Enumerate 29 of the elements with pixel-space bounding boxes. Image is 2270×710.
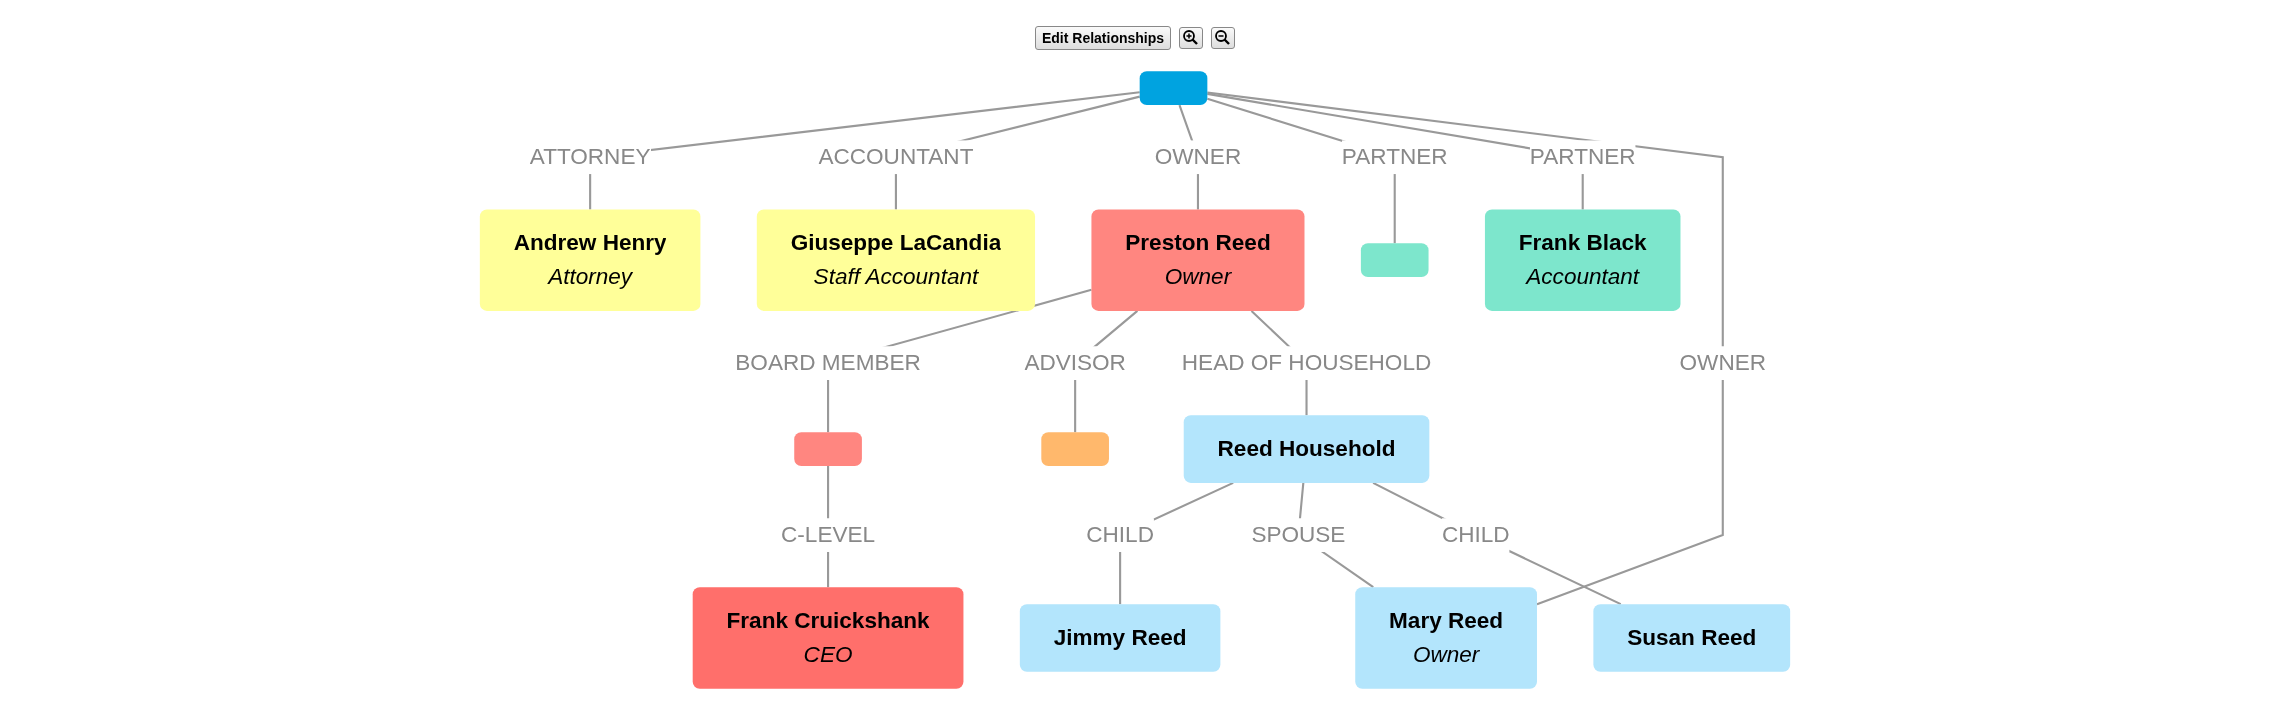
edge-label: C-LEVEL (781, 522, 876, 547)
node-box: Susan Reed (1593, 604, 1791, 672)
edge-label: OWNER (1679, 350, 1767, 375)
node-box (794, 432, 862, 466)
node-box: Frank Cruickshank CEO (692, 587, 964, 689)
edge-label: SPOUSE (1251, 522, 1346, 547)
connector (1372, 481, 1622, 606)
edge-label: BOARD MEMBER (735, 350, 921, 375)
node-box: Andrew Henry Attorney (479, 209, 701, 311)
edge-label: PARTNER (1341, 144, 1448, 169)
connector (1207, 92, 1584, 210)
node-box: Reed Household (1183, 415, 1430, 483)
node-box (1041, 432, 1109, 466)
node-box: Giuseppe LaCandia Staff Accountant (756, 209, 1036, 311)
edge-label: PARTNER (1529, 144, 1636, 169)
edge-label: CHILD (1086, 522, 1154, 547)
node-box: Mary Reed Owner (1355, 587, 1537, 689)
edge-label: ACCOUNTANT (818, 144, 974, 169)
edge-label: HEAD OF HOUSEHOLD (1181, 350, 1432, 375)
node-box (1360, 243, 1429, 278)
edge-label: ATTORNEY (529, 144, 651, 169)
node-box: Jimmy Reed (1019, 604, 1221, 672)
node-box: Preston Reed Owner (1091, 209, 1305, 311)
edge-label: CHILD (1441, 522, 1510, 547)
edge-label: ADVISOR (1024, 350, 1126, 375)
edge-label: OWNER (1154, 144, 1242, 169)
node-box: Frank Black Accountant (1484, 209, 1681, 311)
edit-relationships-button: Edit Relationships (1034, 26, 1172, 50)
node-box (1139, 71, 1208, 106)
